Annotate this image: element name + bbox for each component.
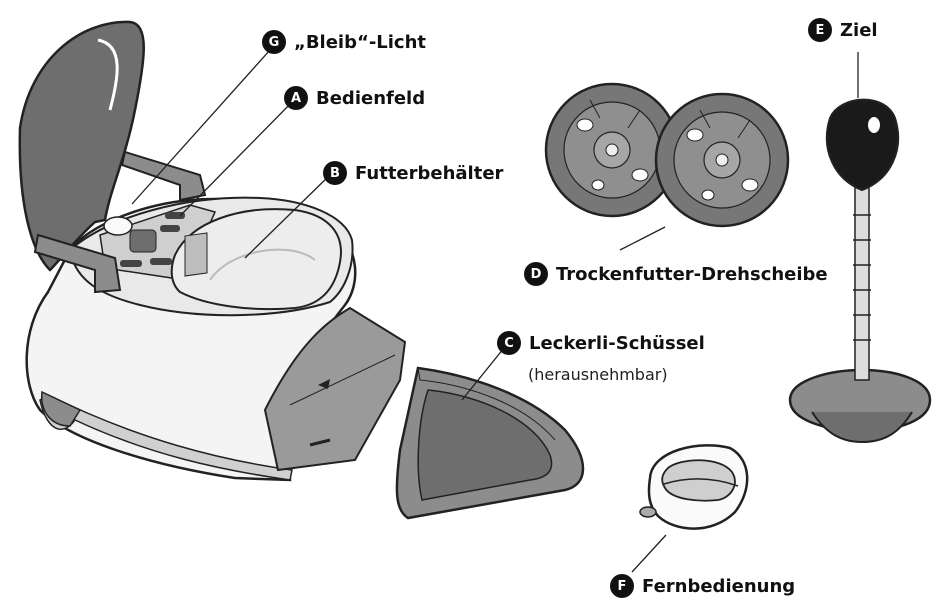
label-target-text: Ziel <box>840 20 878 41</box>
label-treat-bowl-subtext: (herausnehmbar) <box>528 365 668 384</box>
badge-f: F <box>610 574 634 598</box>
badge-b: B <box>323 161 347 185</box>
leader-d <box>620 227 665 250</box>
badge-g: G <box>262 30 286 54</box>
leader-f <box>632 535 666 572</box>
label-treat-bowl-text: Leckerli-Schüssel <box>529 333 705 354</box>
label-dry-food-disc: D Trockenfutter-Drehscheibe <box>524 262 828 286</box>
label-remote: F Fernbedienung <box>610 574 795 598</box>
label-treat-bowl: C Leckerli-Schüssel <box>497 331 705 355</box>
label-dry-food-disc-text: Trockenfutter-Drehscheibe <box>556 264 828 285</box>
badge-a: A <box>284 86 308 110</box>
label-target: E Ziel <box>808 18 878 42</box>
label-stay-light: G „Bleib“-Licht <box>262 30 426 54</box>
badge-d: D <box>524 262 548 286</box>
lid-hinge-upper <box>122 152 205 200</box>
remote-control <box>640 445 747 528</box>
disc-right <box>656 94 788 226</box>
dry-food-discs <box>546 84 788 226</box>
label-stay-light-text: „Bleib“-Licht <box>294 32 426 53</box>
label-food-container: B Futterbehälter <box>323 161 503 185</box>
badge-e: E <box>808 18 832 42</box>
leader-g <box>132 40 279 204</box>
label-food-container-text: Futterbehälter <box>355 163 503 184</box>
badge-c: C <box>497 331 521 355</box>
stay-light <box>104 217 132 235</box>
treat-bowl <box>397 368 583 518</box>
label-remote-text: Fernbedienung <box>642 576 795 597</box>
label-control-panel: A Bedienfeld <box>284 86 425 110</box>
label-control-panel-text: Bedienfeld <box>316 88 425 109</box>
